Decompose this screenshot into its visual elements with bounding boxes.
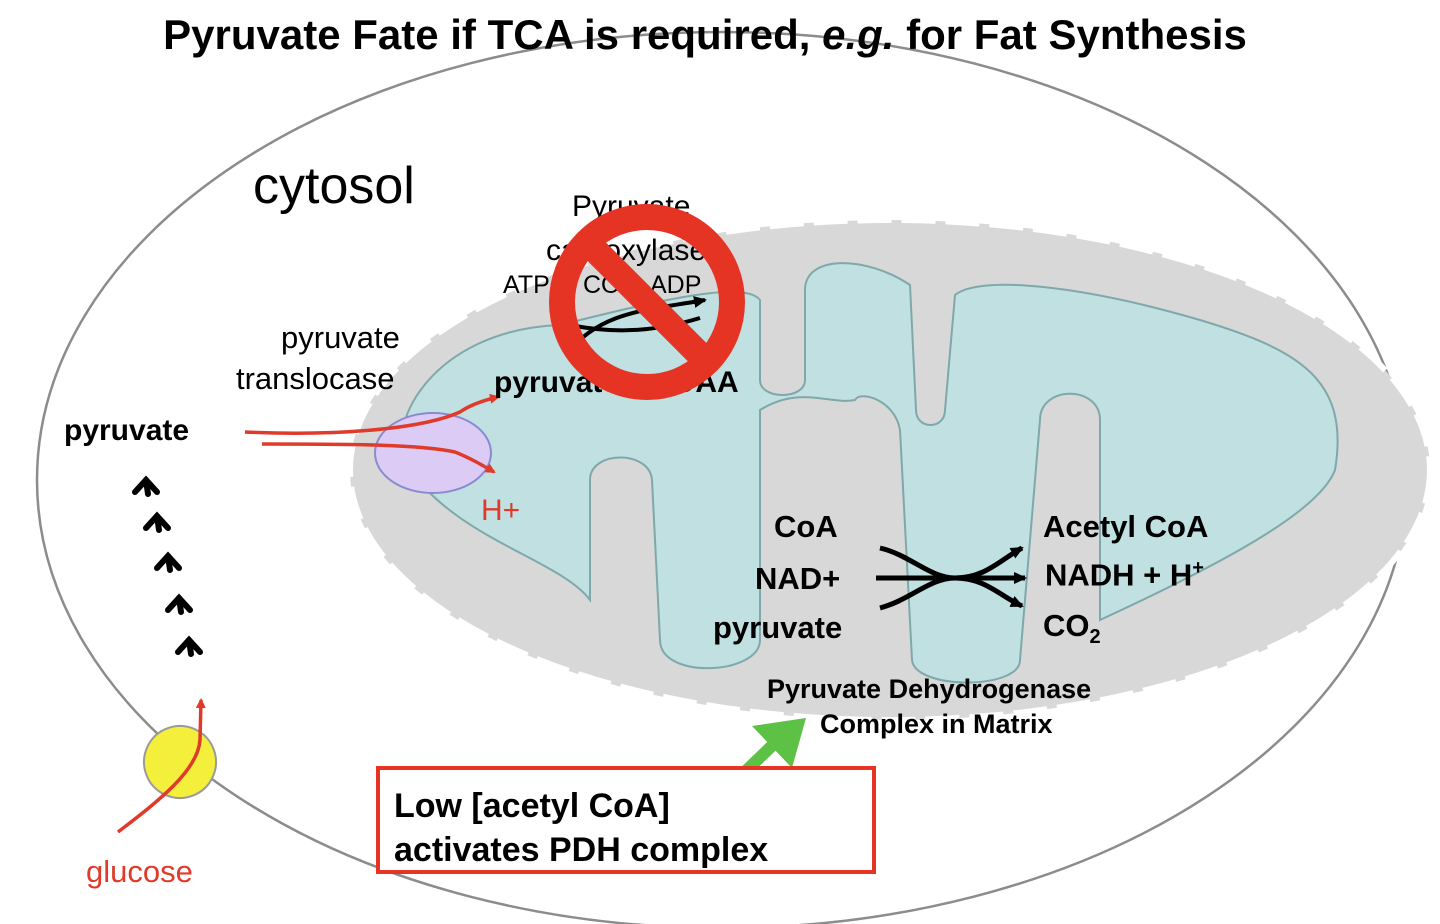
pdh-input-coa: CoA bbox=[774, 509, 838, 544]
glucose-label: glucose bbox=[86, 854, 193, 889]
cytosol-label: cytosol bbox=[253, 157, 415, 215]
pdh-input-nad: NAD+ bbox=[755, 561, 841, 596]
pyruvate-import-arrow bbox=[244, 393, 500, 435]
pyruvate-translocase-transporter bbox=[374, 412, 492, 494]
atp-label: ATP bbox=[503, 271, 550, 299]
no-symbol-icon bbox=[549, 204, 745, 400]
cytosol-pyruvate-label: pyruvate bbox=[64, 414, 190, 447]
pdh-input-pyruvate: pyruvate bbox=[713, 610, 843, 645]
pdh-enzyme-line1: Pyruvate Dehydrogenase bbox=[767, 674, 1092, 704]
glucose-import-arrow bbox=[116, 698, 206, 834]
proton-import-arrow bbox=[261, 442, 496, 474]
page-title: Pyruvate Fate if TCA is required, e.g. f… bbox=[163, 11, 1247, 58]
callout-line2: activates PDH complex bbox=[394, 831, 769, 869]
translocase-label-line1: pyruvate bbox=[281, 320, 400, 355]
glycolysis-steps-arrows bbox=[132, 475, 203, 657]
pdh-regulation-callout: Low [acetyl CoA] activates PDH complex bbox=[376, 766, 876, 874]
pdh-reaction-arrow bbox=[876, 545, 1027, 611]
callout-line1: Low [acetyl CoA] bbox=[394, 787, 670, 825]
adp-label: ADP bbox=[650, 271, 702, 299]
mitochondrial-matrix bbox=[400, 262, 1339, 684]
translocase-label-line2: translocase bbox=[236, 361, 395, 396]
pdh-output-co2: CO2 bbox=[1043, 608, 1101, 649]
pdh-output-acetyl-coa: Acetyl CoA bbox=[1043, 509, 1209, 544]
proton-label: H+ bbox=[481, 494, 521, 527]
pdh-output-nadh: NADH + H+ bbox=[1045, 557, 1204, 593]
pdh-enzyme-line2: Complex in Matrix bbox=[820, 709, 1053, 739]
